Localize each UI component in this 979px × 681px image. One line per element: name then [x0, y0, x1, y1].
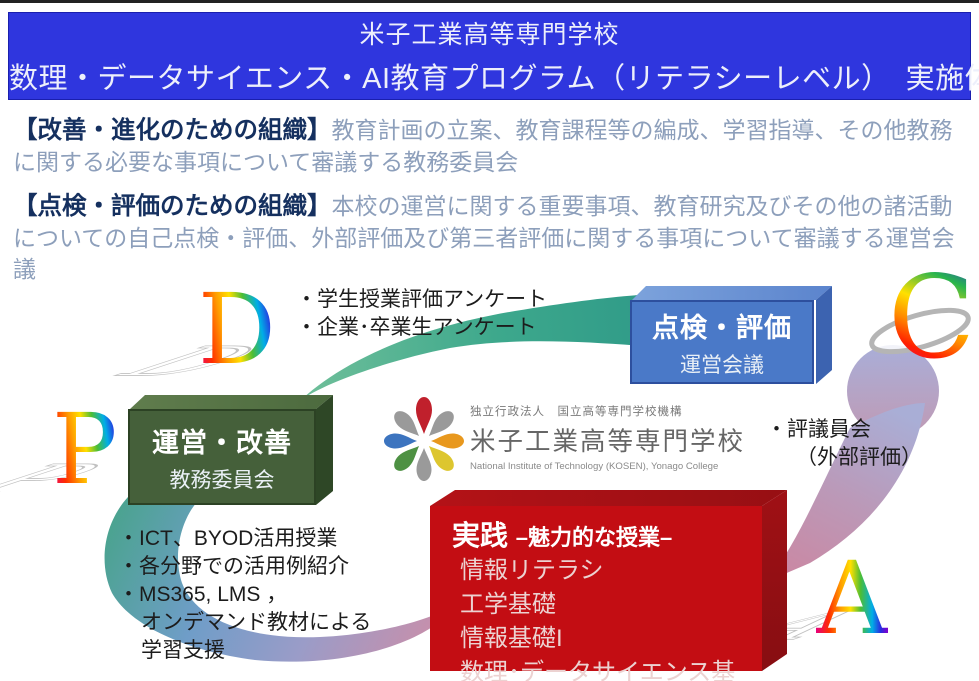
note-line: ・学生授業評価アンケート [296, 288, 548, 311]
practice-box-right-bevel [762, 490, 787, 671]
section-improve-body: 教育計画の立案、教育課程等の編成、学習指導、その他教務に関する必要な事項について… [13, 117, 953, 176]
kosen-logo: 独立行政法人 国立高等専門学校機構 米子工業高等専門学校 National In… [378, 395, 743, 485]
letter-c: C [888, 251, 976, 384]
practice-box-top-bevel [430, 490, 787, 506]
practice-item: 工学基礎 [460, 591, 556, 618]
letter-d: D [198, 273, 276, 386]
improve-box-title: 運営・改善 [152, 427, 292, 458]
section-inspect: 【点検・評価のための組織】本校の運営に関する重要事項、教育研究及びその他の諸活動… [13, 191, 965, 284]
practice-box-subtitle: –魅力的な授業– [515, 525, 673, 550]
note-line: ・MS365, LMS ， [118, 583, 288, 606]
improve-box-right-bevel [316, 395, 333, 505]
practice-box-title: 実践 –魅力的な授業– [452, 520, 673, 551]
letter-p: P [52, 393, 118, 506]
improve-box-face [128, 409, 316, 505]
note-line: ・評議員会 [766, 418, 871, 441]
logo-english-name: National Institute of Technology (KOSEN)… [470, 461, 719, 472]
practice-item: 数理･データサイエンス基礎 [460, 659, 736, 681]
check-box-face [630, 300, 814, 384]
check-box: 点検・評価 運営会議 [630, 286, 832, 386]
ring-arc-right [768, 403, 925, 581]
c-orbit-ellipse [869, 307, 971, 355]
improve-box: 運営・改善 教務委員会 [128, 395, 333, 506]
plan-notes: ・ICT、BYOD活用授業 ・各分野での活用例紹介 ・MS365, LMS ， … [118, 525, 371, 665]
improve-box-top-bevel [130, 395, 333, 409]
title-banner: 米子工業高等専門学校 数理・データサイエンス・AI教育プログラム（リテラシーレベ… [8, 12, 979, 100]
check-box-title: 点検・評価 [652, 312, 792, 343]
ring-arc-left [104, 497, 448, 662]
note-line: ・各分野での活用例紹介 [118, 555, 349, 578]
check-box-top-bevel [632, 286, 832, 300]
kosen-starburst-icon [384, 397, 464, 481]
letter-a: A [816, 540, 889, 657]
practice-box-face [430, 506, 762, 671]
practice-item: 情報リテラシ [460, 557, 604, 584]
practice-item: 情報基礎I [460, 625, 563, 652]
section-improve-heading: 【改善・進化のための組織】 [13, 117, 332, 144]
improve-box-subtitle: 教務委員会 [169, 468, 275, 492]
note-line: ・企業･卒業生アンケート [296, 316, 537, 339]
school-name-title: 米子工業高等専門学校 [359, 21, 620, 49]
section-inspect-heading: 【点検・評価のための組織】 [13, 193, 332, 220]
external-eval-notes: ・評議員会 （外部評価） [766, 416, 922, 472]
ring-arc-top [302, 294, 658, 399]
note-line: オンデマンド教材による [141, 611, 372, 634]
logo-school-name: 米子工業高等専門学校 [470, 428, 746, 456]
survey-notes: ・学生授業評価アンケート ・企業･卒業生アンケート [296, 286, 547, 342]
practice-box: 実践 –魅力的な授業– 情報リテラシ 工学基礎 情報基礎I 数理･データサイエン… [430, 490, 787, 681]
check-box-right-bevel [816, 286, 832, 384]
note-line: ・ICT、BYOD活用授業 [118, 527, 338, 550]
program-title: 数理・データサイエンス・AI教育プログラム（リテラシーレベル） 実施体制 [9, 63, 979, 95]
check-box-subtitle: 運営会議 [680, 353, 764, 377]
logo-org-text: 独立行政法人 国立高等専門学校機構 [470, 406, 683, 418]
section-inspect-body: 本校の運営に関する重要事項、教育研究及びその他の諸活動についての自己点検・評価、… [13, 193, 955, 282]
note-line: （外部評価） [796, 446, 922, 469]
pdca-cycle-ring [104, 294, 971, 662]
section-improve: 【改善・進化のための組織】教育計画の立案、教育課程等の編成、学習指導、その他教務… [13, 115, 965, 178]
note-line: 学習支援 [141, 639, 225, 662]
